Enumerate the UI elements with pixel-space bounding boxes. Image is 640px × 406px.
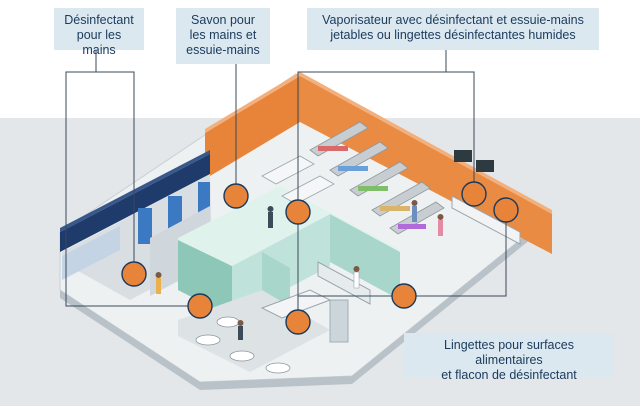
kitchen-door — [329, 299, 349, 343]
checkout-counters — [261, 155, 335, 205]
kitchen-counter — [317, 261, 371, 305]
orange-back-wall — [205, 76, 300, 179]
restroom-stall-1 — [138, 208, 152, 244]
callout-soap: Savon pour les mains et essuie-mains — [176, 8, 270, 64]
leader-line-hand-sanitizer — [65, 50, 200, 307]
marker-deli-spray — [461, 181, 487, 207]
callout-wipes: Lingettes pour surfaces alimentaires et … — [404, 333, 614, 382]
marker-cafe-sanitizer — [187, 293, 213, 319]
callout-wipes-text: Lingettes pour surfaces alimentaires et … — [441, 338, 577, 382]
callout-soap-text: Savon pour les mains et essuie-mains — [186, 13, 260, 57]
kitchen-wall-top — [178, 186, 400, 266]
marker-deli-counter-spray — [493, 197, 519, 223]
menu-board-2 — [476, 160, 494, 172]
marker-soap — [223, 183, 249, 209]
markers — [121, 181, 519, 335]
cafe-tables — [195, 316, 291, 374]
leader-lines — [65, 50, 507, 320]
leader-line-spray — [297, 50, 447, 210]
orange-right-wall — [300, 76, 552, 254]
marker-kitchen-wipes — [391, 283, 417, 309]
leader-line-wipes — [404, 210, 507, 297]
callout-spray-text: Vaporisateur avec désinfectant et essuie… — [322, 13, 584, 42]
deli-counter — [451, 195, 521, 245]
people — [155, 200, 444, 340]
food-display-counter — [260, 289, 332, 319]
leader-line-hand-sanitizer-restroom — [96, 71, 135, 270]
restroom-wall-top — [60, 150, 210, 232]
restroom-tiles — [62, 226, 120, 280]
callout-hand-sanitizer-text: Désinfectant pour les mains — [64, 13, 134, 57]
callout-spray: Vaporisateur avec désinfectant et essuie… — [307, 8, 599, 50]
menu-board-1 — [454, 150, 472, 162]
callout-hand-sanitizer: Désinfectant pour les mains — [54, 8, 144, 57]
leader-line-spray-2 — [446, 71, 475, 186]
marker-restroom-sanitizer — [121, 261, 147, 287]
shelf-products — [318, 146, 426, 229]
marker-food-counter-wipes — [285, 309, 311, 335]
restroom-wall — [60, 154, 210, 252]
kitchen-right-wall — [330, 214, 400, 300]
marker-checkout-spray — [285, 199, 311, 225]
